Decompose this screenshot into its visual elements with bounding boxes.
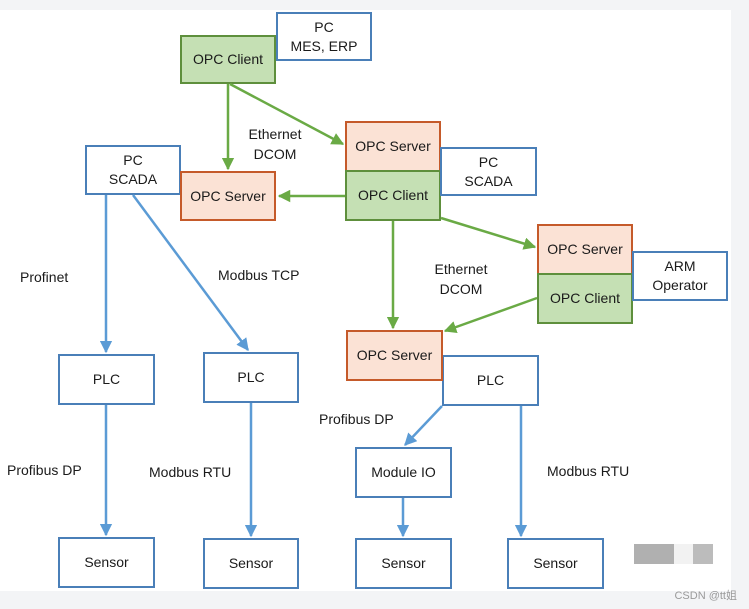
edge-label-modbus-rtu-2: Modbus RTU <box>547 463 630 479</box>
sensor-1: Sensor <box>58 537 155 588</box>
opc-server-bottom: OPC Server <box>346 330 443 381</box>
edge-label-modbus-rtu-1: Modbus RTU <box>149 464 232 480</box>
opc-server-arm: OPC Server <box>537 224 633 275</box>
opc-client-arm: OPC Client <box>537 273 633 324</box>
blurred-region <box>693 544 713 564</box>
watermark: CSDN @tt姐 <box>674 590 737 602</box>
edge-label-ethernet-dcom-1: Ethernet DCOM <box>248 126 302 162</box>
arm-operator-box: ARM Operator <box>632 251 728 301</box>
opc-client-top: OPC Client <box>180 35 276 84</box>
edge-label-profibus-dp-1: Profibus DP <box>7 462 82 478</box>
plc-1: PLC <box>58 354 155 405</box>
plc-3: PLC <box>442 355 539 406</box>
plc-2: PLC <box>203 352 299 403</box>
edge-label-profinet: Profinet <box>20 269 69 285</box>
pc-mes-erp-box: PC MES, ERP <box>276 12 372 61</box>
sensor-4: Sensor <box>507 538 604 589</box>
edge-label-ethernet-dcom-2: Ethernet DCOM <box>434 261 488 297</box>
pc-scada-left-box: PC SCADA <box>85 145 181 195</box>
blurred-region <box>674 544 693 564</box>
edge-label-profibus-dp-2: Profibus DP <box>319 411 394 427</box>
opc-client-mid: OPC Client <box>345 170 441 221</box>
edge-label-modbus-tcp: Modbus TCP <box>218 267 300 283</box>
pc-scada-mid-box: PC SCADA <box>440 147 537 196</box>
opc-server-mid: OPC Server <box>345 121 441 172</box>
blurred-region <box>634 544 674 564</box>
opc-server-left: OPC Server <box>180 171 276 221</box>
sensor-2: Sensor <box>203 538 299 589</box>
module-io-box: Module IO <box>355 447 452 498</box>
sensor-3: Sensor <box>355 538 452 589</box>
